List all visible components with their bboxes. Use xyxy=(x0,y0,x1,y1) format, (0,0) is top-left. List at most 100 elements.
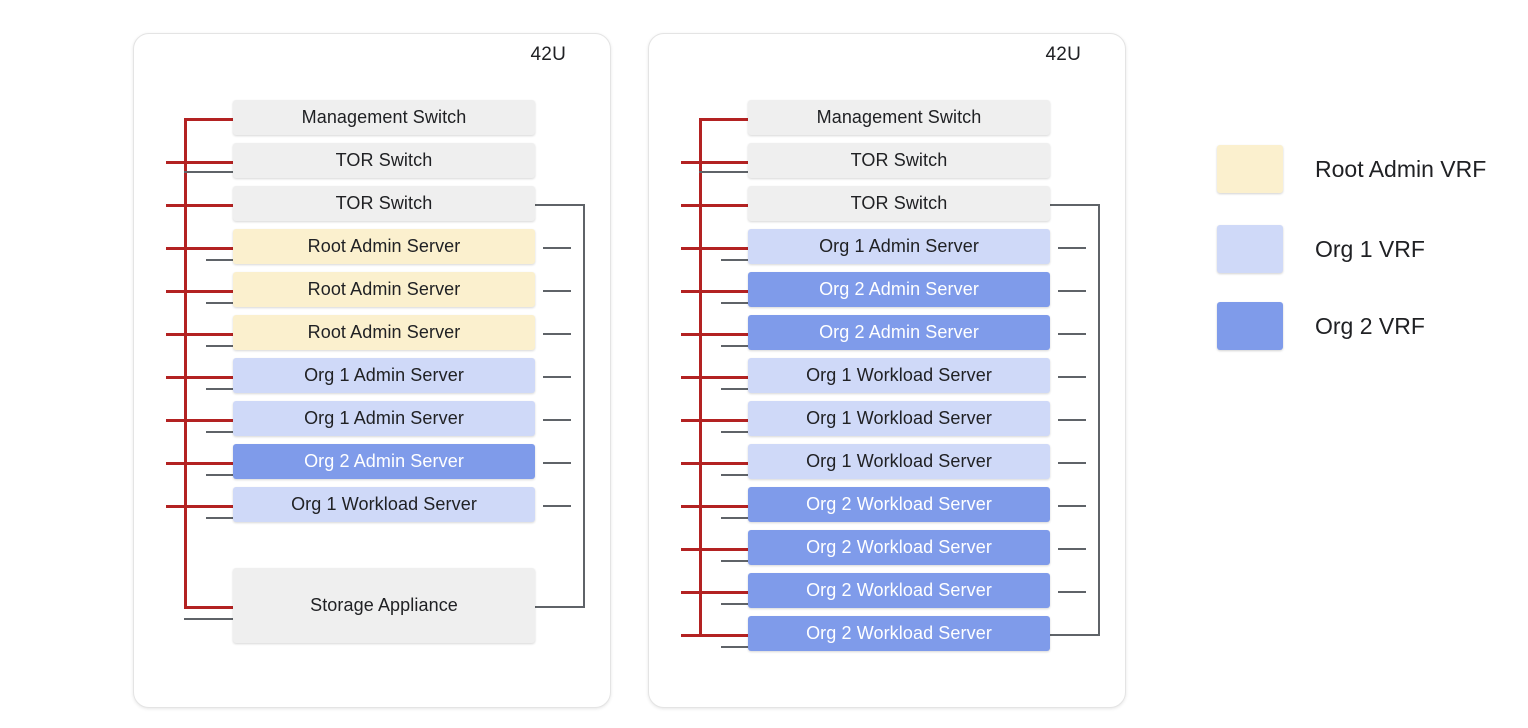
data-link-stub-left xyxy=(206,430,233,433)
management-link xyxy=(681,246,748,250)
rack-capacity-label: 42U xyxy=(530,44,566,65)
management-link xyxy=(166,160,233,164)
data-link-stub-left xyxy=(184,617,233,620)
rack-unit: Org 1 Admin Server xyxy=(233,358,535,393)
rack-unit: TOR Switch xyxy=(233,143,535,178)
management-link xyxy=(166,375,233,379)
management-link xyxy=(681,590,748,594)
rack-unit: Org 2 Admin Server xyxy=(748,272,1050,307)
data-link-stub-right xyxy=(1058,289,1086,292)
data-link-stub-left xyxy=(184,170,233,173)
data-link-stub-left xyxy=(721,387,748,390)
data-link-stub-right xyxy=(1058,332,1086,335)
data-link-stub-right xyxy=(543,605,571,608)
data-link-stub-left xyxy=(206,387,233,390)
management-link xyxy=(681,375,748,379)
rack-unit: Org 2 Admin Server xyxy=(233,444,535,479)
data-link-stub-right xyxy=(1058,547,1086,550)
legend-label: Root Admin VRF xyxy=(1315,155,1487,182)
data-link-stub-left xyxy=(206,344,233,347)
data-link-stub-right xyxy=(543,461,571,464)
data-link-stub-right xyxy=(1058,633,1086,636)
data-link-stub-left xyxy=(206,258,233,261)
management-link xyxy=(184,605,233,609)
management-link xyxy=(166,332,233,336)
data-link-stub-right xyxy=(543,332,571,335)
data-link-stub-left xyxy=(721,516,748,519)
legend-item: Org 1 VRF xyxy=(1217,225,1425,273)
management-link xyxy=(681,203,748,207)
rack-unit: Org 2 Workload Server xyxy=(748,616,1050,651)
management-link xyxy=(681,289,748,293)
rack-unit: TOR Switch xyxy=(233,186,535,221)
data-link-stub-left xyxy=(721,301,748,304)
management-link xyxy=(166,461,233,465)
data-link-stub-right xyxy=(543,504,571,507)
management-link xyxy=(166,418,233,422)
rack-unit: Org 2 Admin Server xyxy=(748,315,1050,350)
data-link-stub-left xyxy=(721,344,748,347)
management-link xyxy=(681,332,748,336)
legend-item: Root Admin VRF xyxy=(1217,145,1486,193)
management-bus-vertical xyxy=(184,117,187,606)
data-link-stub-right xyxy=(1058,461,1086,464)
management-link xyxy=(184,117,233,121)
data-link-stub-right xyxy=(1058,590,1086,593)
data-link-stub-right xyxy=(543,289,571,292)
rack-unit: Root Admin Server xyxy=(233,229,535,264)
rack-unit: Management Switch xyxy=(233,100,535,135)
data-link-stub-left xyxy=(721,645,748,648)
data-link-stub-right xyxy=(1058,375,1086,378)
data-link-stub-left xyxy=(721,602,748,605)
management-link xyxy=(681,633,748,637)
management-link xyxy=(166,504,233,508)
data-link-stub-right xyxy=(1058,504,1086,507)
data-link-stub-left xyxy=(721,258,748,261)
data-link-stub-left xyxy=(721,473,748,476)
data-bus-vertical-right xyxy=(1098,203,1100,634)
management-link xyxy=(699,117,748,121)
rack-unit: TOR Switch xyxy=(748,143,1050,178)
rack-unit: Storage Appliance xyxy=(233,568,535,643)
data-bus-vertical-right xyxy=(583,203,585,606)
data-link-stub-right xyxy=(1058,418,1086,421)
data-bus-top-link xyxy=(1050,203,1100,206)
rack-capacity-label: 42U xyxy=(1045,44,1081,65)
data-link-stub-left xyxy=(206,473,233,476)
rack-unit: Root Admin Server xyxy=(233,315,535,350)
rack-unit: Org 2 Workload Server xyxy=(748,487,1050,522)
data-link-stub-left xyxy=(206,301,233,304)
data-bus-top-link xyxy=(535,203,585,206)
rack-unit: Org 1 Workload Server xyxy=(748,401,1050,436)
data-link-stub-left xyxy=(721,430,748,433)
management-link xyxy=(681,418,748,422)
legend-swatch-org1 xyxy=(1217,225,1283,273)
rack-unit: Org 1 Admin Server xyxy=(748,229,1050,264)
rack-unit: Org 1 Workload Server xyxy=(748,444,1050,479)
data-link-stub-right xyxy=(543,418,571,421)
data-link-stub-right xyxy=(1058,246,1086,249)
data-link-stub-right xyxy=(543,246,571,249)
rack-unit: Org 1 Workload Server xyxy=(748,358,1050,393)
rack-unit: Management Switch xyxy=(748,100,1050,135)
management-link xyxy=(166,289,233,293)
rack-unit: Org 2 Workload Server xyxy=(748,530,1050,565)
management-link xyxy=(681,504,748,508)
legend-item: Org 2 VRF xyxy=(1217,302,1425,350)
rack-unit: Org 2 Workload Server xyxy=(748,573,1050,608)
rack-unit: Org 1 Workload Server xyxy=(233,487,535,522)
management-link xyxy=(166,246,233,250)
legend-swatch-root-admin xyxy=(1217,145,1283,193)
data-link-stub-left xyxy=(206,516,233,519)
legend-label: Org 2 VRF xyxy=(1315,312,1425,339)
management-link xyxy=(166,203,233,207)
data-link-stub-right xyxy=(543,375,571,378)
rack-unit: Org 1 Admin Server xyxy=(233,401,535,436)
management-link xyxy=(681,547,748,551)
data-link-stub-left xyxy=(721,559,748,562)
management-link xyxy=(681,160,748,164)
rack-unit: Root Admin Server xyxy=(233,272,535,307)
legend-label: Org 1 VRF xyxy=(1315,235,1425,262)
data-link-stub-left xyxy=(699,170,748,173)
